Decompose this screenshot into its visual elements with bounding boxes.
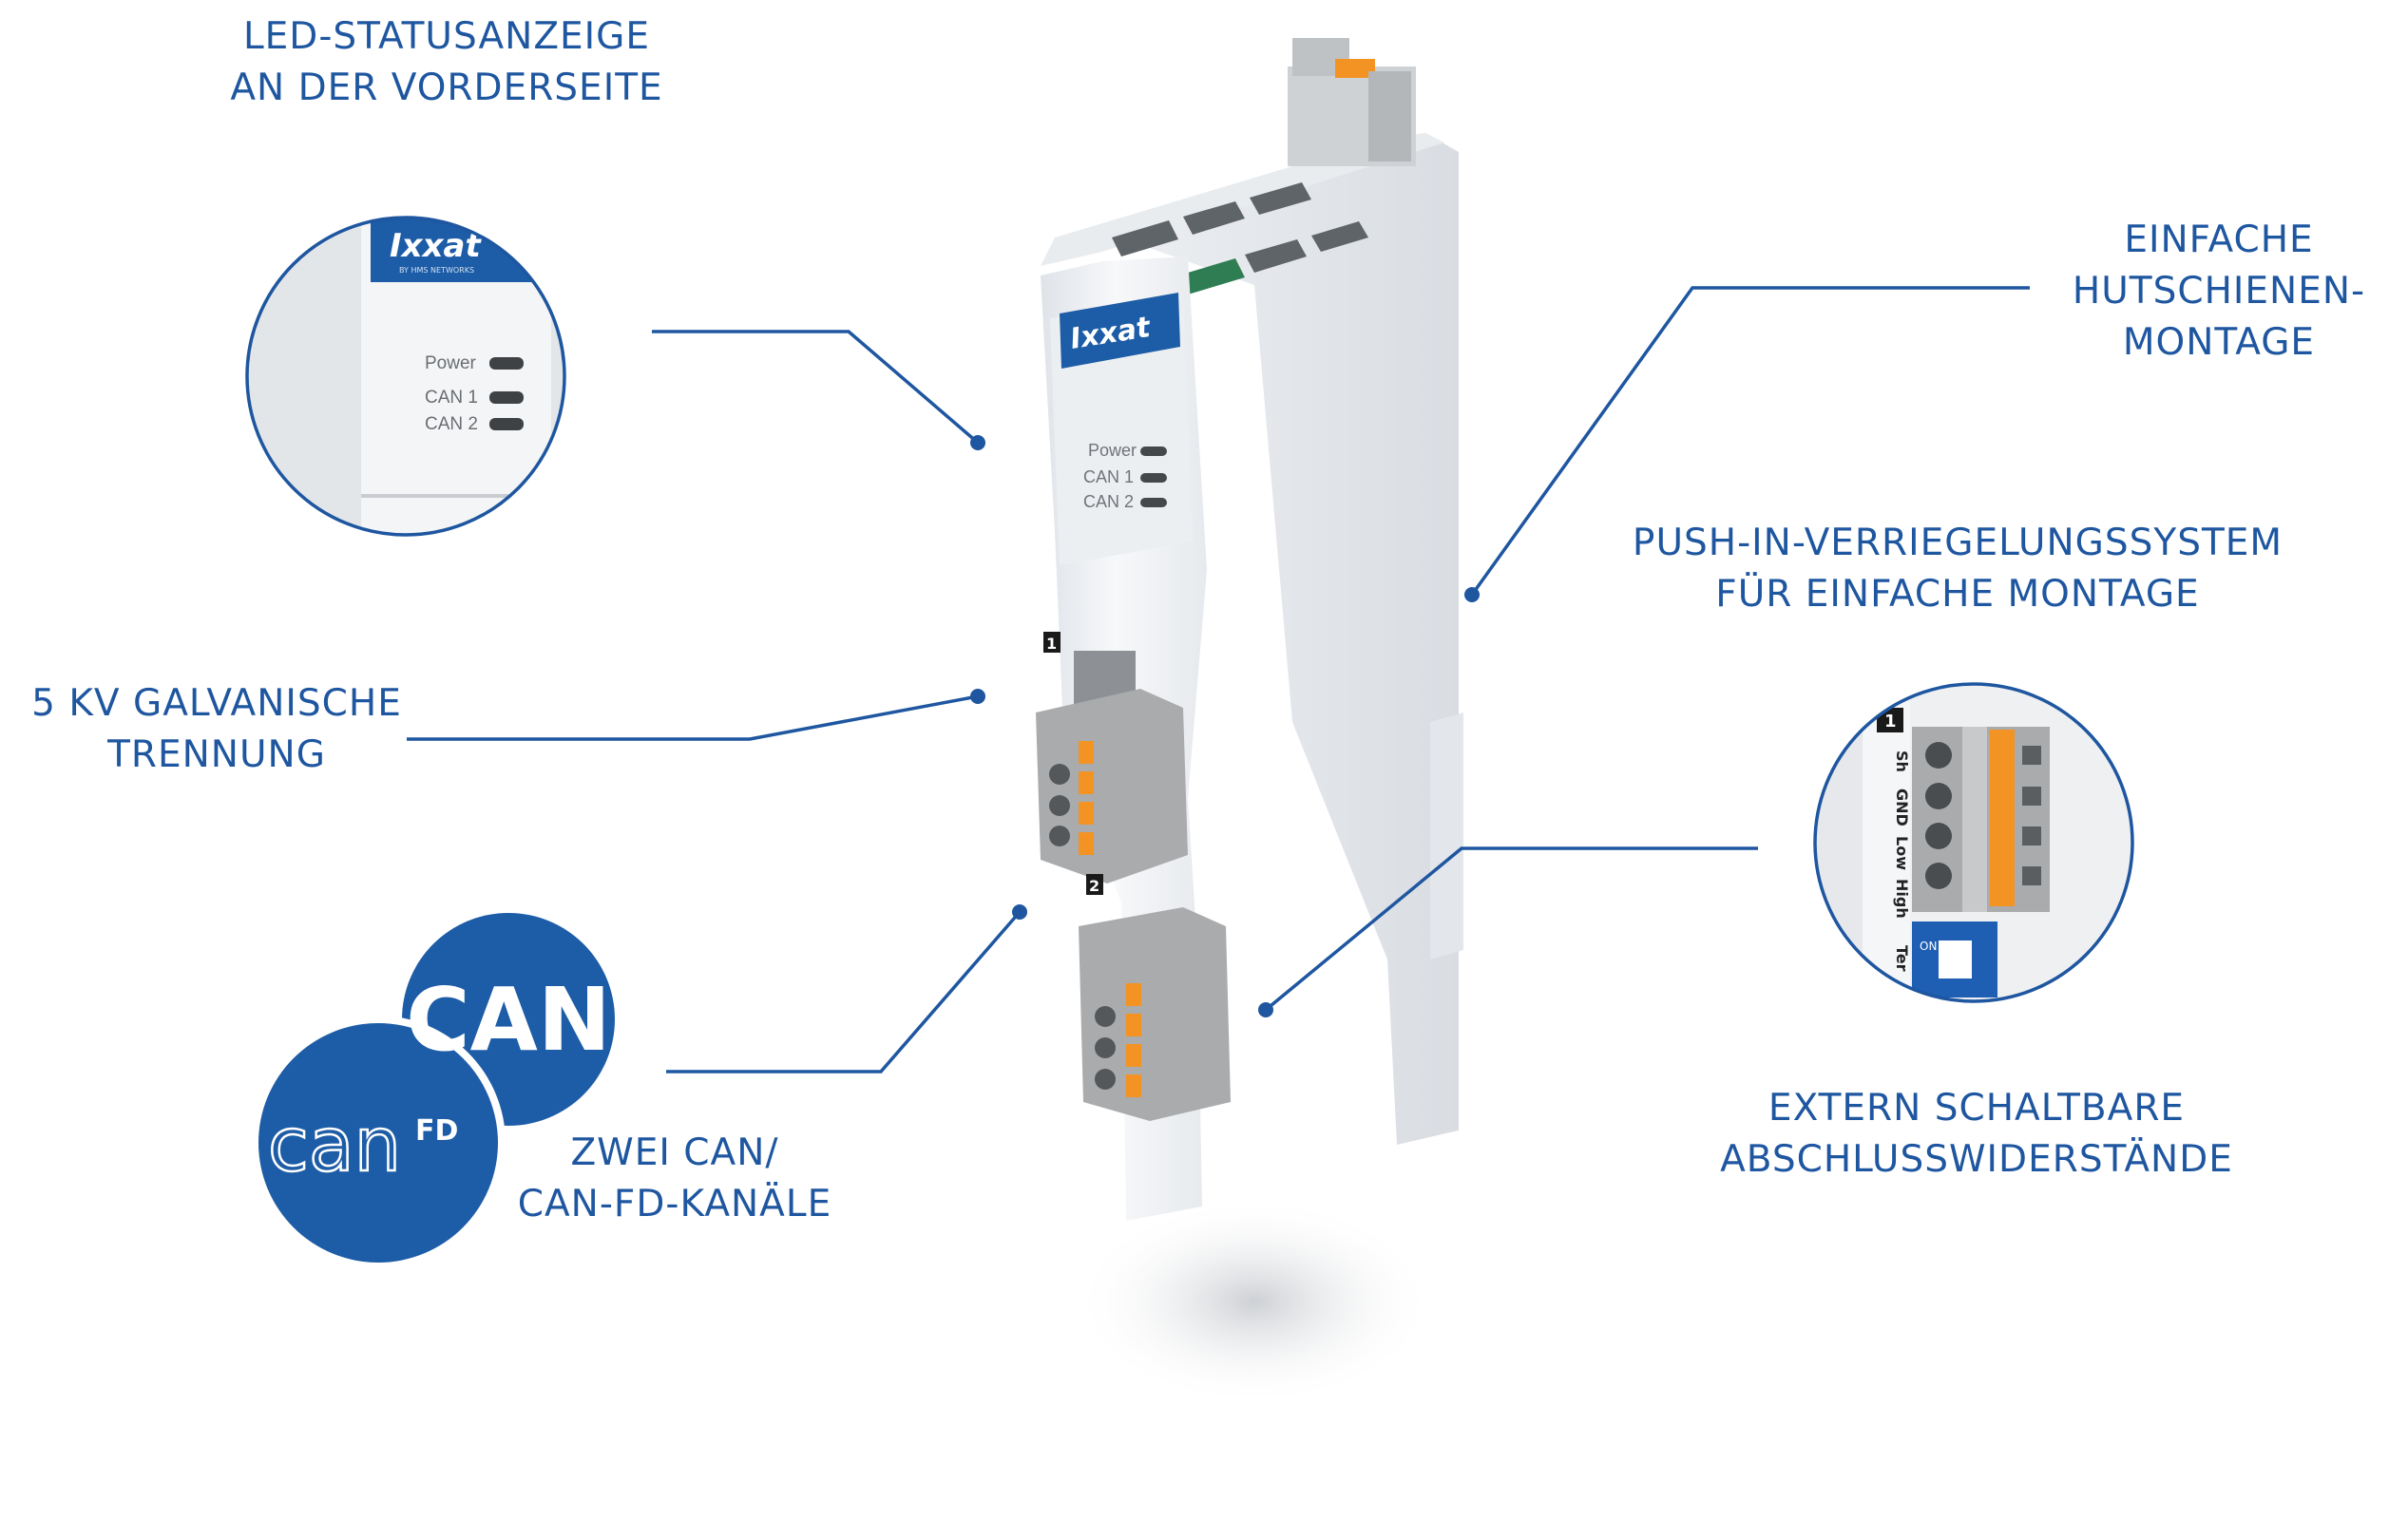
orange-lever [1126, 1074, 1141, 1097]
zoom-brand-sub: BY HMS NETWORKS [399, 266, 474, 275]
callout-led-status-line2: AN DER VORDERSEITE [230, 66, 663, 109]
orange-lever [1126, 983, 1141, 1006]
callout-channels-line1: ZWEI CAN/ [570, 1131, 779, 1174]
callout-line-led [652, 330, 980, 445]
led-indicator-icon [1140, 498, 1167, 507]
orange-lever [1079, 802, 1094, 825]
can-logo-text: CAN [406, 969, 611, 1071]
switch-label-ter: Ter [1893, 945, 1911, 972]
orange-lever [1126, 1014, 1141, 1036]
callout-lines [407, 286, 2030, 1074]
callout-line-din [1470, 286, 2030, 597]
zoom-led-can2-label: CAN 2 [425, 414, 478, 434]
callout-line-termination [1264, 846, 1758, 1012]
orange-lever [1079, 832, 1094, 855]
pin-label-low: Low [1893, 836, 1911, 870]
pin-label-gnd: GND [1893, 788, 1911, 826]
callout-isolation-line1: 5 KV GALVANISCHE [31, 682, 402, 725]
pin-label-sh: Sh [1893, 750, 1911, 772]
callout-line-isolation [407, 694, 979, 741]
callout-isolation: 5 KV GALVANISCHE TRENNUNG [0, 678, 433, 781]
callout-isolation-line2: TRENNUNG [107, 733, 326, 776]
callout-din-rail: EINFACHE HUTSCHIENEN- MONTAGE [2034, 215, 2404, 369]
callout-din-rail-line2: HUTSCHIENEN- [2072, 270, 2366, 313]
device-led-block: Power CAN 1 CAN 2 [1083, 441, 1167, 511]
callout-din-rail-line3: MONTAGE [2122, 321, 2316, 364]
led-indicator-icon [489, 391, 524, 404]
callout-termination: EXTERN SCHALTBARE ABSCHLUSSWIDERSTÄNDE [1634, 1083, 2319, 1186]
zoom-brand: Ixxat [390, 227, 482, 265]
led-indicator-icon [489, 418, 524, 430]
led-indicator-icon [1140, 446, 1167, 456]
orange-lever [1990, 730, 2015, 906]
callout-termination-line1: EXTERN SCHALTBARE [1768, 1087, 2186, 1130]
orange-lever [1126, 1044, 1141, 1067]
gateway-device: Ixxat Power CAN 1 CAN 2 [1036, 38, 1463, 1221]
callout-push-in-line1: PUSH-IN-VERRIEGELUNGSSYSTEM [1632, 522, 2284, 564]
top-power-connector [1288, 38, 1416, 166]
can-port-1-connector [1036, 651, 1188, 884]
callout-push-in: PUSH-IN-VERRIEGELUNGSSYSTEM FÜR EINFACHE… [1577, 518, 2338, 620]
device-right-body [1093, 133, 1459, 1145]
canfd-logo-icon [258, 1023, 498, 1263]
device-brand-plate [1060, 293, 1180, 369]
device-led-can2-label: CAN 2 [1083, 492, 1134, 511]
callout-led-status-line1: LED-STATUSANZEIGE [242, 15, 651, 58]
orange-lever [1079, 741, 1094, 764]
callout-dot-icon [1012, 904, 1027, 920]
zoom-led-power-label: Power [425, 353, 477, 373]
canfd-logo-fd: FD [415, 1114, 458, 1148]
callout-channels: ZWEI CAN/ CAN-FD-KANÄLE [485, 1128, 865, 1230]
orange-lever [1079, 771, 1094, 794]
callout-dots [970, 435, 1480, 1017]
din-clip [1430, 712, 1463, 960]
device-led-power-label: Power [1088, 441, 1137, 460]
switch-on-label: ON [1920, 940, 1937, 953]
callout-termination-line2: ABSCHLUSSWIDERSTÄNDE [1720, 1138, 2233, 1181]
callout-din-rail-line1: EINFACHE [2124, 218, 2314, 261]
can-port-2-connector [1079, 907, 1231, 1121]
led-indicator-icon [1140, 473, 1167, 483]
terminal-zoom-circle: 1 Sh GND Low High Ter ON [1813, 682, 2134, 1003]
led-indicator-icon [489, 357, 524, 370]
device-led-can1-label: CAN 1 [1083, 467, 1134, 486]
callout-dot-icon [1464, 587, 1480, 602]
callout-channels-line2: CAN-FD-KANÄLE [517, 1183, 832, 1226]
zoom-led-can1-label: CAN 1 [425, 388, 478, 408]
zoom-port-number: 1 [1884, 712, 1897, 732]
canfd-logo-text: can [268, 1103, 401, 1188]
led-zoom-circle: Ixxat BY HMS NETWORKS Power CAN 1 CAN 2 [245, 216, 566, 537]
callout-dot-icon [970, 689, 985, 704]
callout-dot-icon [1258, 1002, 1273, 1017]
callout-push-in-line2: FÜR EINFACHE MONTAGE [1715, 573, 2200, 616]
callout-line-channels [666, 910, 1022, 1074]
device-shadow [1074, 1197, 1435, 1406]
can-logos: CAN can FD [251, 913, 615, 1270]
callout-led-status: LED-STATUSANZEIGE AN DER VORDERSEITE [200, 11, 694, 114]
port-number-1: 1 [1046, 635, 1057, 653]
pin-label-high: High [1893, 879, 1911, 919]
callout-dot-icon [970, 435, 985, 450]
port-number-2: 2 [1089, 877, 1099, 895]
